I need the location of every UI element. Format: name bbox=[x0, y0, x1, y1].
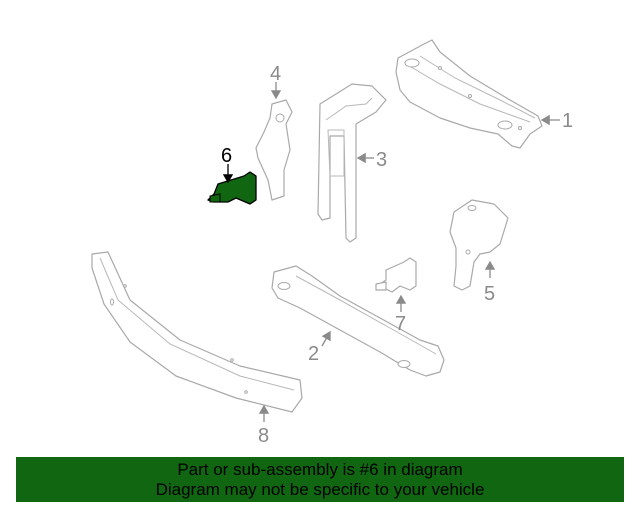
part-7-small-mount[interactable] bbox=[375, 257, 417, 293]
callout-8: 8 bbox=[258, 404, 270, 447]
part-5-apron-bracket[interactable] bbox=[449, 199, 509, 291]
part-1-upper-panel[interactable] bbox=[395, 39, 543, 149]
part-4-bracket[interactable] bbox=[255, 99, 293, 201]
svg-text:2: 2 bbox=[308, 343, 319, 365]
callout-4: 4 bbox=[270, 63, 282, 100]
callout-6: 6 bbox=[221, 145, 234, 184]
callout-7: 7 bbox=[395, 294, 407, 335]
banner-line-1: Part or sub-assembly is #6 in diagram bbox=[177, 460, 463, 479]
svg-text:6: 6 bbox=[221, 145, 232, 167]
svg-text:1: 1 bbox=[562, 110, 573, 132]
svg-text:8: 8 bbox=[258, 425, 269, 447]
callout-5: 5 bbox=[484, 260, 496, 305]
callout-1: 1 bbox=[540, 110, 573, 132]
part-2-lower-tie-bar[interactable] bbox=[271, 265, 445, 377]
part-8-bumper-reinforcement[interactable] bbox=[91, 251, 303, 413]
info-banner: Part or sub-assembly is #6 in diagram Di… bbox=[16, 457, 624, 502]
part-3-side-support[interactable] bbox=[317, 83, 387, 243]
callout-2: 2 bbox=[308, 330, 331, 365]
svg-text:7: 7 bbox=[395, 313, 406, 335]
banner-line-2: Diagram may not be specific to your vehi… bbox=[155, 480, 485, 499]
svg-text:3: 3 bbox=[376, 149, 387, 171]
part-6-highlighted-bracket[interactable] bbox=[207, 171, 257, 205]
svg-text:5: 5 bbox=[484, 283, 495, 305]
svg-text:4: 4 bbox=[270, 63, 281, 85]
callout-3: 3 bbox=[356, 149, 387, 171]
